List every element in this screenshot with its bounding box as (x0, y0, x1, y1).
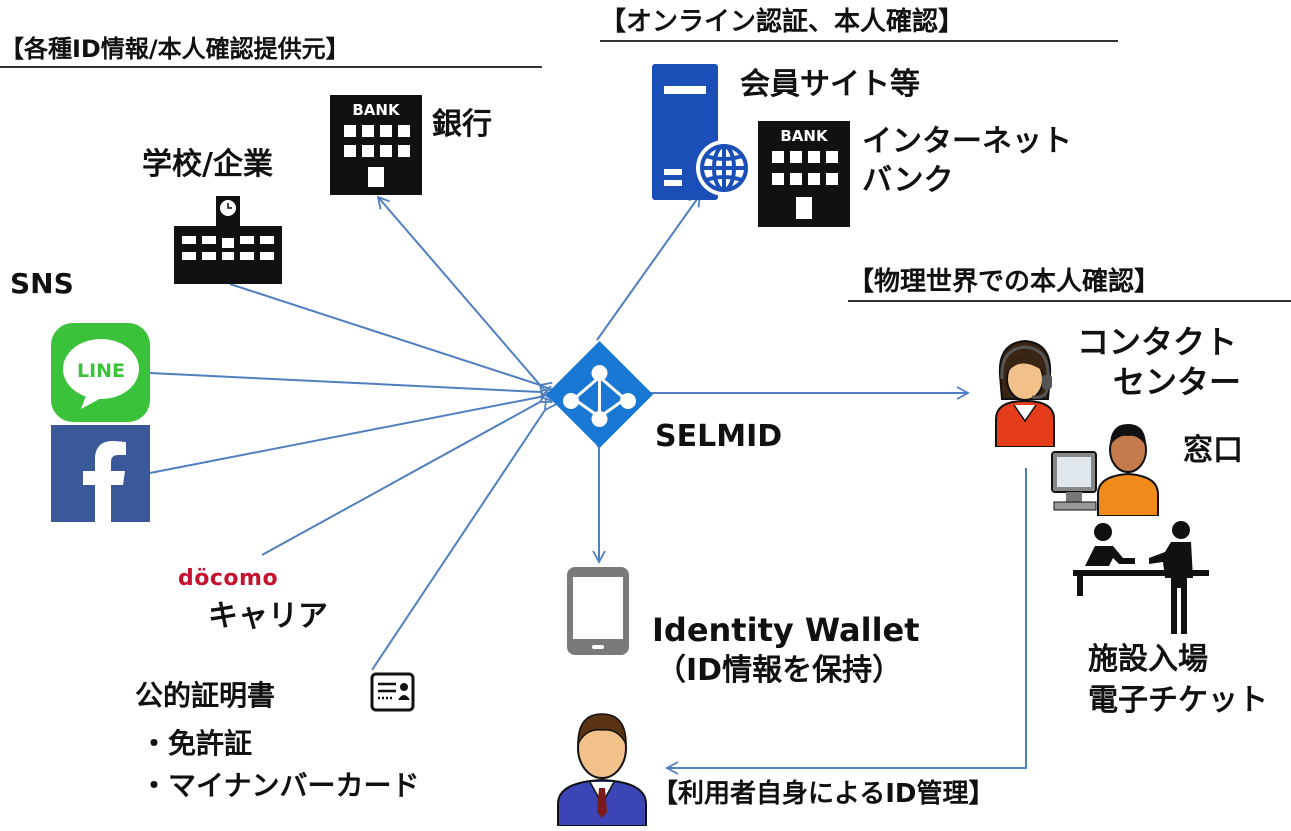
bank-label: 銀行 (432, 107, 492, 142)
heading-self-id-management: 【利用者自身によるID管理】 (652, 779, 995, 809)
netbank-label: インターネット バンク (862, 122, 1072, 200)
member-site-label: 会員サイト等 (740, 67, 920, 102)
smartphone-icon (565, 565, 631, 657)
facility-line2: 電子チケット (1088, 682, 1268, 718)
arrow-member-site (596, 193, 702, 341)
bank-icon: BANK (330, 95, 422, 195)
carrier-label: キャリア (208, 599, 328, 634)
server-globe-icon (652, 64, 756, 200)
line-line (149, 372, 552, 400)
mynumber-item: ・マイナンバーカード (140, 769, 420, 802)
wallet-title: Identity Wallet (652, 611, 920, 649)
docomo-logo-icon: döcomo (178, 566, 279, 591)
bank-sign-text: BANK (352, 101, 401, 119)
sns-label: SNS (10, 267, 74, 300)
line-docomo (261, 390, 553, 556)
school-icon (174, 196, 282, 284)
school-label: 学校/企業 (142, 147, 273, 182)
line-logo-text: LINE (77, 360, 125, 382)
user-avatar-icon (552, 708, 652, 827)
contact-center-line2: センター (1113, 363, 1242, 401)
heading-online-auth: 【オンライン認証、本人確認】 (600, 7, 1118, 42)
counter-label: 窓口 (1183, 433, 1243, 468)
selmid-label: SELMID (655, 419, 783, 454)
facility-label: 施設入場 電子チケット (1088, 640, 1268, 721)
arrow-bank (376, 195, 553, 398)
public-cert-label: 公的証明書 (135, 679, 276, 712)
license-item: ・免許証 (140, 727, 253, 760)
netbank-icon: BANK (758, 121, 850, 227)
contact-center-line1: コンタクト (1077, 323, 1238, 361)
line-facebook (149, 388, 553, 474)
line-public-cert (371, 397, 557, 671)
operator-headset-icon (990, 335, 1060, 448)
netbank-label-line1: インターネット (862, 124, 1072, 159)
netbank-label-line2: バンク (862, 163, 954, 198)
id-card-icon (370, 672, 415, 712)
heading-physical-verification: 【物理世界での本人確認】 (848, 267, 1291, 302)
line-logo-icon: LINE (51, 323, 150, 422)
selmid-logo-icon (546, 341, 653, 448)
wallet-subtitle: （ID情報を保持） (656, 653, 903, 688)
contact-center-label: コンタクト センター (1073, 322, 1241, 402)
netbank-sign-text: BANK (780, 127, 829, 145)
reception-desk-icon (1073, 518, 1209, 634)
facility-line1: 施設入場 (1088, 642, 1208, 677)
heading-id-providers: 【各種ID情報/本人確認提供元】 (0, 35, 542, 68)
counter-person-icon (1048, 412, 1168, 517)
line-school (229, 283, 553, 395)
facebook-logo-icon (51, 425, 150, 522)
arrow-to-user (665, 468, 1027, 775)
